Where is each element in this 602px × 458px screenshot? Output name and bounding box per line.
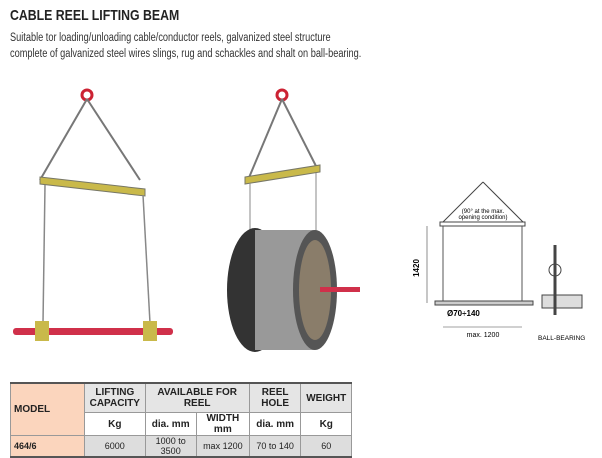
description-line: Suitable tor loading/unloading cable/con… <box>10 32 331 44</box>
width-dimension: max. 1200 <box>467 332 500 339</box>
header-weight: WEIGHT <box>300 382 352 413</box>
description: Suitable tor loading/unloading cable/con… <box>10 30 361 62</box>
unit-capacity: Kg <box>84 412 146 436</box>
cell-weight: 60 <box>300 435 352 458</box>
header-capacity: LIFTING CAPACITY <box>84 382 146 413</box>
cable-reel-photo <box>227 88 360 352</box>
cell-capacity: 6000 <box>84 435 146 458</box>
angle-note: opening condition) <box>458 215 507 221</box>
unit-dia: dia. mm <box>144 412 197 436</box>
ball-bearing-label: BALL-BEARING <box>538 335 585 342</box>
header-model: MODEL <box>9 382 86 436</box>
cell-dia: 1000 to 3500 <box>144 435 197 458</box>
unit-weight: Kg <box>300 412 352 436</box>
cell-hole: 70 to 140 <box>248 435 302 458</box>
lifting-beam-photo <box>13 88 173 341</box>
angle-note: (90° at the max. <box>462 209 505 215</box>
height-dimension: 1420 <box>412 259 421 277</box>
unit-hole: dia. mm <box>248 412 302 436</box>
diameter-dimension: Ø70÷140 <box>447 309 480 318</box>
table-row: 464/6 6000 1000 to 3500 max 1200 70 to 1… <box>9 435 352 458</box>
description-line: complete of galvanized steel wires sling… <box>10 48 362 60</box>
page-title: CABLE REEL LIFTING BEAM <box>10 7 180 24</box>
unit-width: WIDTH mm <box>195 412 250 436</box>
cell-width: max 1200 <box>195 435 250 458</box>
header-hole: REEL HOLE <box>248 382 302 413</box>
technical-drawing: (90° at the max. opening condition) 1420… <box>412 181 585 342</box>
cell-model: 464/6 <box>9 435 86 458</box>
header-reel: AVAILABLE FOR REEL <box>144 382 250 413</box>
specifications-table: MODEL LIFTING CAPACITY AVAILABLE FOR REE… <box>9 382 352 458</box>
